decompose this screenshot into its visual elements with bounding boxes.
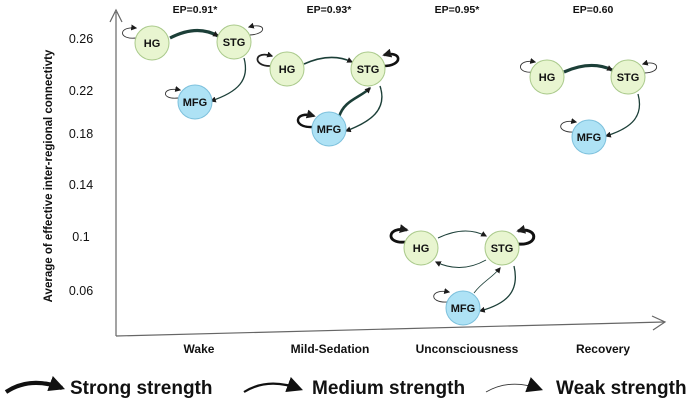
- node-stg: [350, 51, 386, 87]
- self-loop-stg: [247, 22, 264, 36]
- condition-labels: Wake Mild-Sedation Unconsciousness Recov…: [184, 342, 631, 356]
- node-label-mfg: MFG: [451, 303, 475, 315]
- y-tick-label: 0.06: [69, 284, 93, 298]
- ep-labels: EP=0.91* EP=0.93* EP=0.95* EP=0.60: [173, 4, 614, 16]
- condition-label-unconsciousness: Unconsciousness: [416, 342, 519, 356]
- self-loop-mfg: [560, 118, 578, 133]
- self-loop-mfg: [433, 288, 451, 303]
- self-loop-stg: [516, 224, 536, 246]
- node-hg: [269, 51, 305, 87]
- x-axis: [115, 321, 665, 337]
- node-label-stg: STG: [617, 72, 640, 84]
- y-axis-arrow: [109, 8, 123, 23]
- condition-label-mild-sedation: Mild-Sedation: [291, 342, 370, 356]
- node-label-stg: STG: [357, 64, 380, 76]
- node-mfg: [311, 111, 347, 147]
- node-stg: [610, 59, 646, 95]
- x-axis-arrow: [651, 315, 667, 331]
- edge-stg-mfg: [209, 57, 247, 103]
- edge-hg-stg: [563, 63, 614, 74]
- y-tick-label: 0.18: [69, 127, 93, 141]
- self-loop-hg: [122, 24, 138, 39]
- network-recovery: HG STG MFG: [520, 58, 658, 155]
- node-label-mfg: MFG: [183, 97, 207, 109]
- legend: Strong strength Medium strength Weak str…: [4, 376, 687, 399]
- y-axis-label: Average of effective inter-regional conn…: [43, 49, 55, 302]
- node-label-hg: HG: [539, 72, 556, 84]
- node-hg: [134, 25, 170, 61]
- legend-medium-label: Medium strength: [312, 378, 465, 399]
- node-stg: [484, 230, 520, 266]
- node-label-mfg: MFG: [317, 124, 341, 136]
- self-loop-hg: [389, 224, 409, 244]
- self-loop-mfg: [296, 109, 316, 129]
- node-stg: [216, 24, 252, 60]
- condition-label-recovery: Recovery: [576, 342, 630, 356]
- legend-strong-label: Strong strength: [70, 378, 213, 399]
- network-wake: HG STG MFG: [122, 22, 264, 120]
- self-loop-mfg: [165, 86, 182, 99]
- y-tick-label: 0.14: [69, 178, 93, 192]
- self-loop-stg: [641, 59, 658, 74]
- ep-label-recovery: EP=0.60: [573, 4, 614, 16]
- node-hg: [529, 59, 565, 95]
- edge-hg-stg: [303, 56, 354, 65]
- node-mfg: [571, 119, 607, 155]
- edge-hg-stg: [437, 230, 488, 239]
- self-loop-hg: [520, 58, 537, 73]
- node-label-stg: STG: [223, 37, 246, 49]
- node-mfg: [445, 290, 481, 326]
- edge-hg-stg: [169, 28, 220, 40]
- legend-medium-arrow: [243, 377, 303, 393]
- edge-mfg-stg: [473, 267, 501, 294]
- legend-strong-arrow: [4, 376, 65, 394]
- edge-mfg-stg: [337, 87, 371, 118]
- network-mild-sedation: HG STG MFG: [256, 48, 400, 147]
- network-unconsciousness: HG STG MFG: [389, 224, 536, 326]
- legend-weak-arrow: [485, 377, 544, 393]
- legend-weak-label: Weak strength: [556, 378, 687, 399]
- edge-stg-mfg: [344, 85, 383, 133]
- node-label-stg: STG: [491, 243, 514, 255]
- axes: [109, 8, 667, 337]
- node-label-hg: HG: [413, 243, 430, 255]
- ep-label-mild-sedation: EP=0.93*: [307, 4, 353, 16]
- ep-label-unconsciousness: EP=0.95*: [435, 4, 481, 16]
- node-hg: [403, 230, 439, 266]
- node-label-hg: HG: [279, 64, 296, 76]
- self-loop-hg: [256, 51, 274, 67]
- y-tick-label: 0.22: [69, 84, 93, 98]
- y-ticks: 0.26 0.22 0.18 0.14 0.1 0.06: [69, 32, 93, 298]
- edge-stg-hg: [434, 259, 487, 268]
- self-loop-stg: [382, 48, 400, 68]
- node-label-mfg: MFG: [577, 132, 601, 144]
- node-mfg: [177, 84, 213, 120]
- node-label-hg: HG: [144, 38, 161, 50]
- condition-label-wake: Wake: [184, 342, 215, 356]
- y-tick-label: 0.26: [69, 32, 93, 46]
- ep-label-wake: EP=0.91*: [173, 4, 219, 16]
- edge-stg-mfg: [604, 93, 641, 138]
- edge-stg-mfg: [478, 265, 516, 313]
- y-tick-label: 0.1: [72, 230, 89, 244]
